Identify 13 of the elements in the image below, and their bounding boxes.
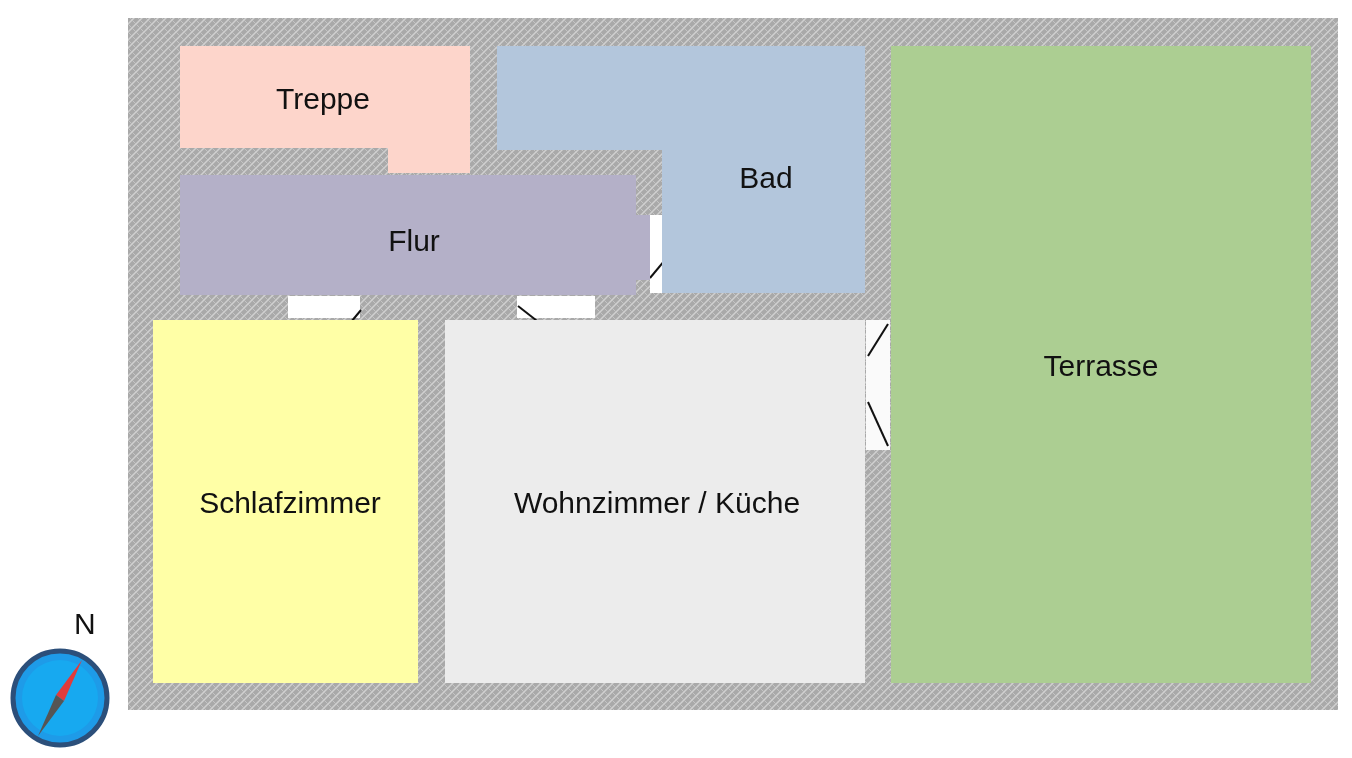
room-area [153,320,418,683]
room-area [180,46,470,173]
room-name: Wohnzimmer / Küche [513,486,801,520]
north-label: N [74,607,96,641]
room-area [445,320,865,683]
room-name: Schlafzimmer [199,486,381,520]
room-area [497,46,865,293]
room-name: Terrasse [1043,349,1159,383]
room-area [180,175,650,295]
room-name: Bad [739,161,793,195]
room-name: Flur [388,224,440,258]
room-name: Treppe [276,82,370,116]
room-area [891,46,1311,683]
